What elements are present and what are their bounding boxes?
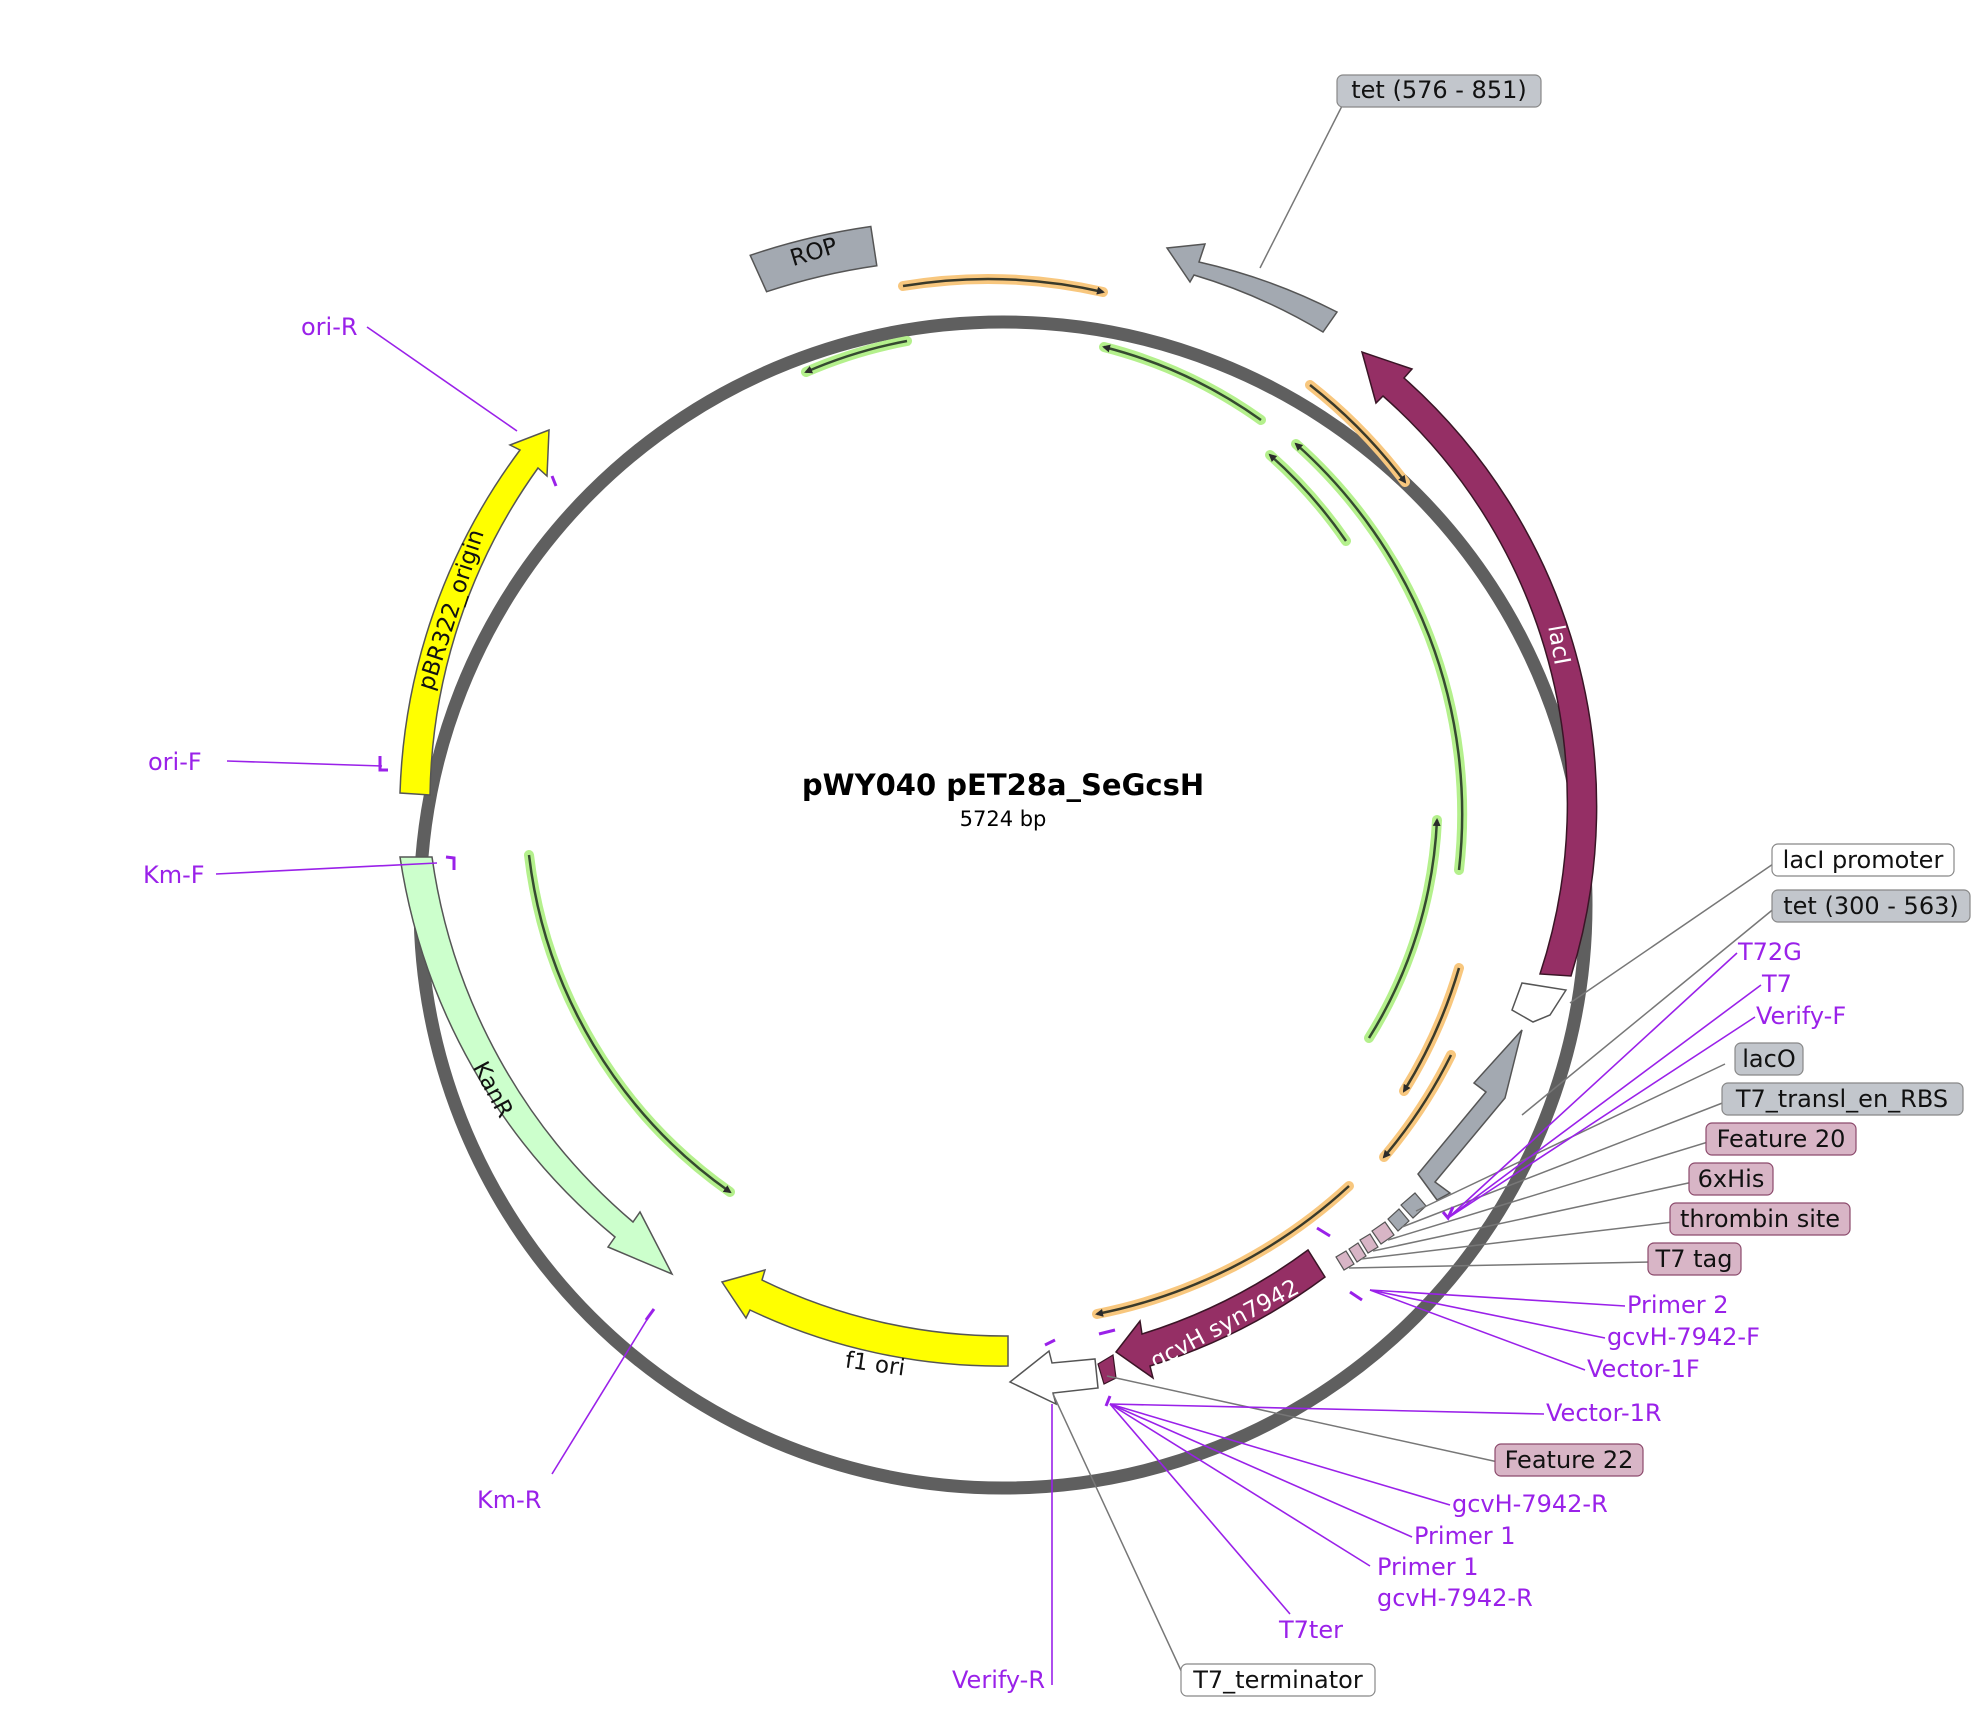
plasmid-backbone [413, 315, 1593, 1495]
feature-pbr322-label: pBR322_origin [413, 526, 489, 693]
feature-tet-576-851[interactable] [1165, 243, 1339, 334]
callout-thrombin-site[interactable]: thrombin site [1669, 1202, 1851, 1236]
orf-orange-3 [1399, 963, 1464, 1096]
orf-green-6 [524, 850, 735, 1197]
callout-6xhis[interactable]: 6xHis [1688, 1162, 1774, 1196]
primer-primer-1-a[interactable]: Primer 1 [1414, 1522, 1516, 1550]
feature-laci[interactable]: lacI [1360, 350, 1598, 977]
primer-lines [215, 326, 1762, 1685]
callout-tet-300-563-text: tet (300 - 563) [1783, 892, 1958, 920]
callout-thrombin-site-text: thrombin site [1680, 1205, 1840, 1233]
callout-t7-tag-text: T7 tag [1655, 1245, 1733, 1273]
callout-t7-transl-en-rbs-text: T7_transl_en_RBS [1735, 1085, 1948, 1113]
primer-verify-f[interactable]: Verify-F [1756, 1002, 1846, 1030]
orf-orange-5 [1092, 1181, 1354, 1319]
callout-laco[interactable]: lacO [1734, 1042, 1804, 1076]
feature-laci-label: lacI [1542, 623, 1575, 667]
orf-orange-2 [1305, 380, 1410, 487]
primer-km-r[interactable]: Km-R [477, 1486, 541, 1514]
callout-t7-terminator-text: T7_terminator [1192, 1666, 1363, 1694]
callout-feature-22[interactable]: Feature 22 [1494, 1443, 1644, 1477]
callout-6xhis-text: 6xHis [1698, 1165, 1765, 1193]
primer-t7[interactable]: T7 [1761, 970, 1792, 998]
callout-tet-300-563[interactable]: tet (300 - 563) [1771, 889, 1971, 923]
callout-t7-transl-en-rbs[interactable]: T7_transl_en_RBS [1721, 1082, 1964, 1116]
orf-green-1 [801, 336, 912, 377]
callout-feature-20-text: Feature 20 [1717, 1125, 1846, 1153]
orf-orange-1 [898, 274, 1108, 297]
feature-pbr322-origin[interactable]: pBR322_origin [399, 428, 550, 796]
callout-laco-text: lacO [1742, 1045, 1795, 1073]
orf-green-4 [1291, 439, 1468, 875]
feature-laci-promoter[interactable] [1511, 982, 1568, 1023]
primer-t7ter[interactable]: T7ter [1278, 1616, 1343, 1644]
orf-green-2 [1099, 342, 1266, 425]
primer-verify-r[interactable]: Verify-R [952, 1666, 1045, 1694]
callout-feature-20[interactable]: Feature 20 [1705, 1122, 1857, 1156]
callout-feature-22-text: Feature 22 [1505, 1446, 1634, 1474]
primer-vector-1r[interactable]: Vector-1R [1546, 1399, 1662, 1427]
plasmid-title: pWY040 pET28a_SeGcsH [802, 768, 1204, 802]
primer-gcvh-7942-f[interactable]: gcvH-7942-F [1607, 1323, 1760, 1351]
feature-t7-tag[interactable] [1335, 1250, 1355, 1271]
callout-laci-promoter[interactable]: lacI promoter [1771, 843, 1955, 877]
feature-t7-terminator[interactable] [1008, 1349, 1099, 1406]
orf-orange-4 [1379, 1050, 1456, 1162]
feature-t7-transl-en-rbs[interactable] [1387, 1208, 1410, 1232]
feature-laco[interactable] [1400, 1192, 1427, 1219]
callout-tet-576-851-text: tet (576 - 851) [1351, 76, 1526, 104]
feature-thrombin-site[interactable] [1348, 1242, 1367, 1263]
primer-vector-1f[interactable]: Vector-1F [1587, 1355, 1700, 1383]
callout-t7-terminator[interactable]: T7_terminator [1180, 1663, 1376, 1697]
primer-ticks [378, 475, 1455, 1407]
primer-t72g[interactable]: T72G [1737, 938, 1802, 966]
plasmid-size: 5724 bp [960, 807, 1047, 831]
primer-ori-r[interactable]: ori-R [301, 313, 358, 341]
primer-gcvh-7942-r-b[interactable]: gcvH-7942-R [1377, 1584, 1533, 1612]
feature-rop[interactable]: ROP [749, 225, 878, 293]
primer-km-f[interactable]: Km-F [143, 861, 205, 889]
feature-tet-300-563[interactable] [1417, 1029, 1523, 1201]
feature-20[interactable] [1371, 1221, 1395, 1245]
primer-gcvh-7942-r-a[interactable]: gcvH-7942-R [1452, 1490, 1608, 1518]
orf-green-5 [1364, 815, 1442, 1043]
callout-t7-tag[interactable]: T7 tag [1647, 1242, 1742, 1276]
primer-ori-f[interactable]: ori-F [148, 748, 202, 776]
callout-laci-promoter-text: lacI promoter [1783, 846, 1944, 874]
callout-tet-576-851[interactable]: tet (576 - 851) [1336, 74, 1542, 108]
primer-primer-2[interactable]: Primer 2 [1627, 1291, 1729, 1319]
feature-6xhis[interactable] [1359, 1233, 1379, 1254]
feature-f1-ori[interactable]: f1 ori [720, 1268, 1009, 1382]
primer-primer-1-b[interactable]: Primer 1 [1377, 1553, 1479, 1581]
feature-22[interactable] [1097, 1354, 1117, 1385]
orf-green-3 [1265, 450, 1351, 546]
